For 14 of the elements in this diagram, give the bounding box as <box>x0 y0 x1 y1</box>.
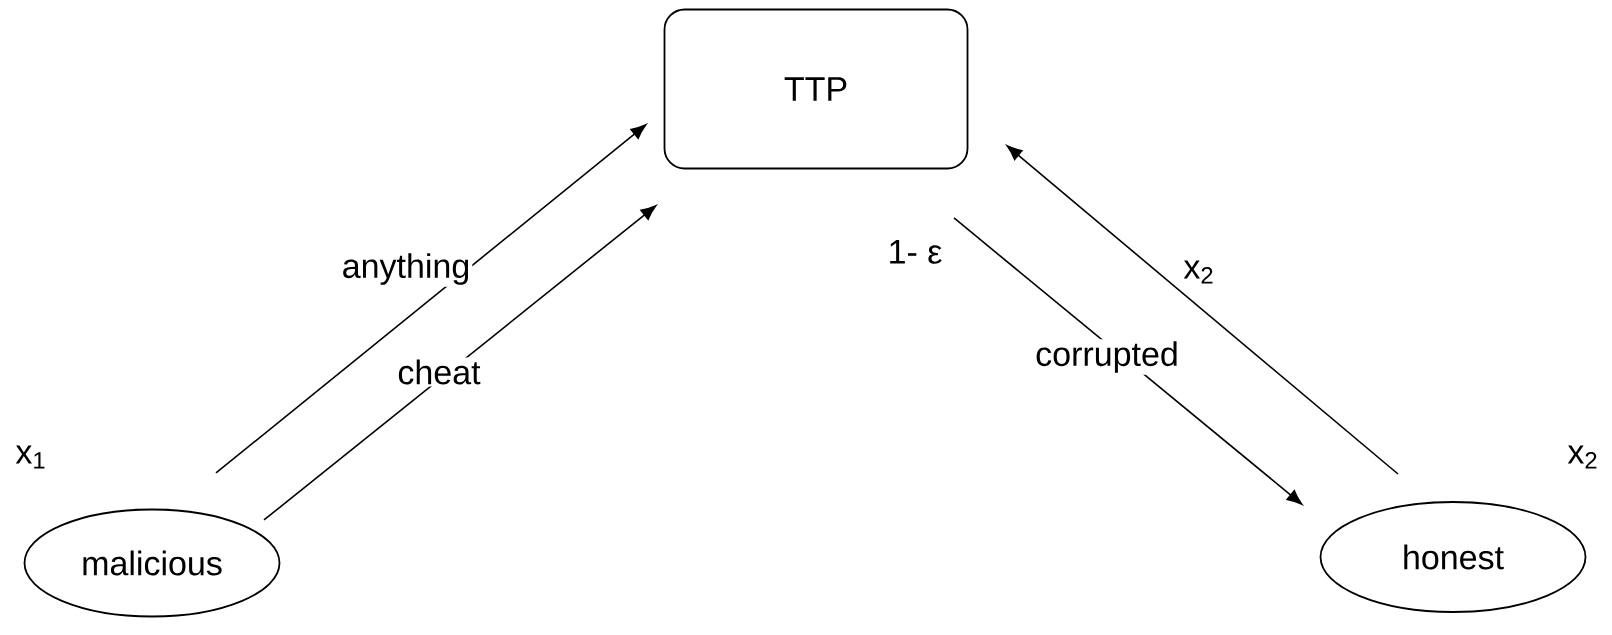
ellipse-node: honest <box>1319 501 1587 613</box>
arrow <box>263 205 657 521</box>
process-box: TTP <box>663 8 969 170</box>
edge-label: cheat <box>395 357 483 387</box>
arrow <box>215 124 647 474</box>
edge-label: corrupted <box>1033 339 1181 375</box>
edge-label: x$_{2}$ <box>1181 258 1217 286</box>
ellipse-node: malicious <box>23 508 281 618</box>
probability-label: 1- ε <box>890 240 942 264</box>
variable-label: x$_{2}$ <box>1567 445 1597 469</box>
arrow <box>953 217 1303 505</box>
edge-label: anything <box>339 251 473 287</box>
arrow <box>1006 145 1399 475</box>
variable-label: x$_{1}$ <box>15 445 45 469</box>
